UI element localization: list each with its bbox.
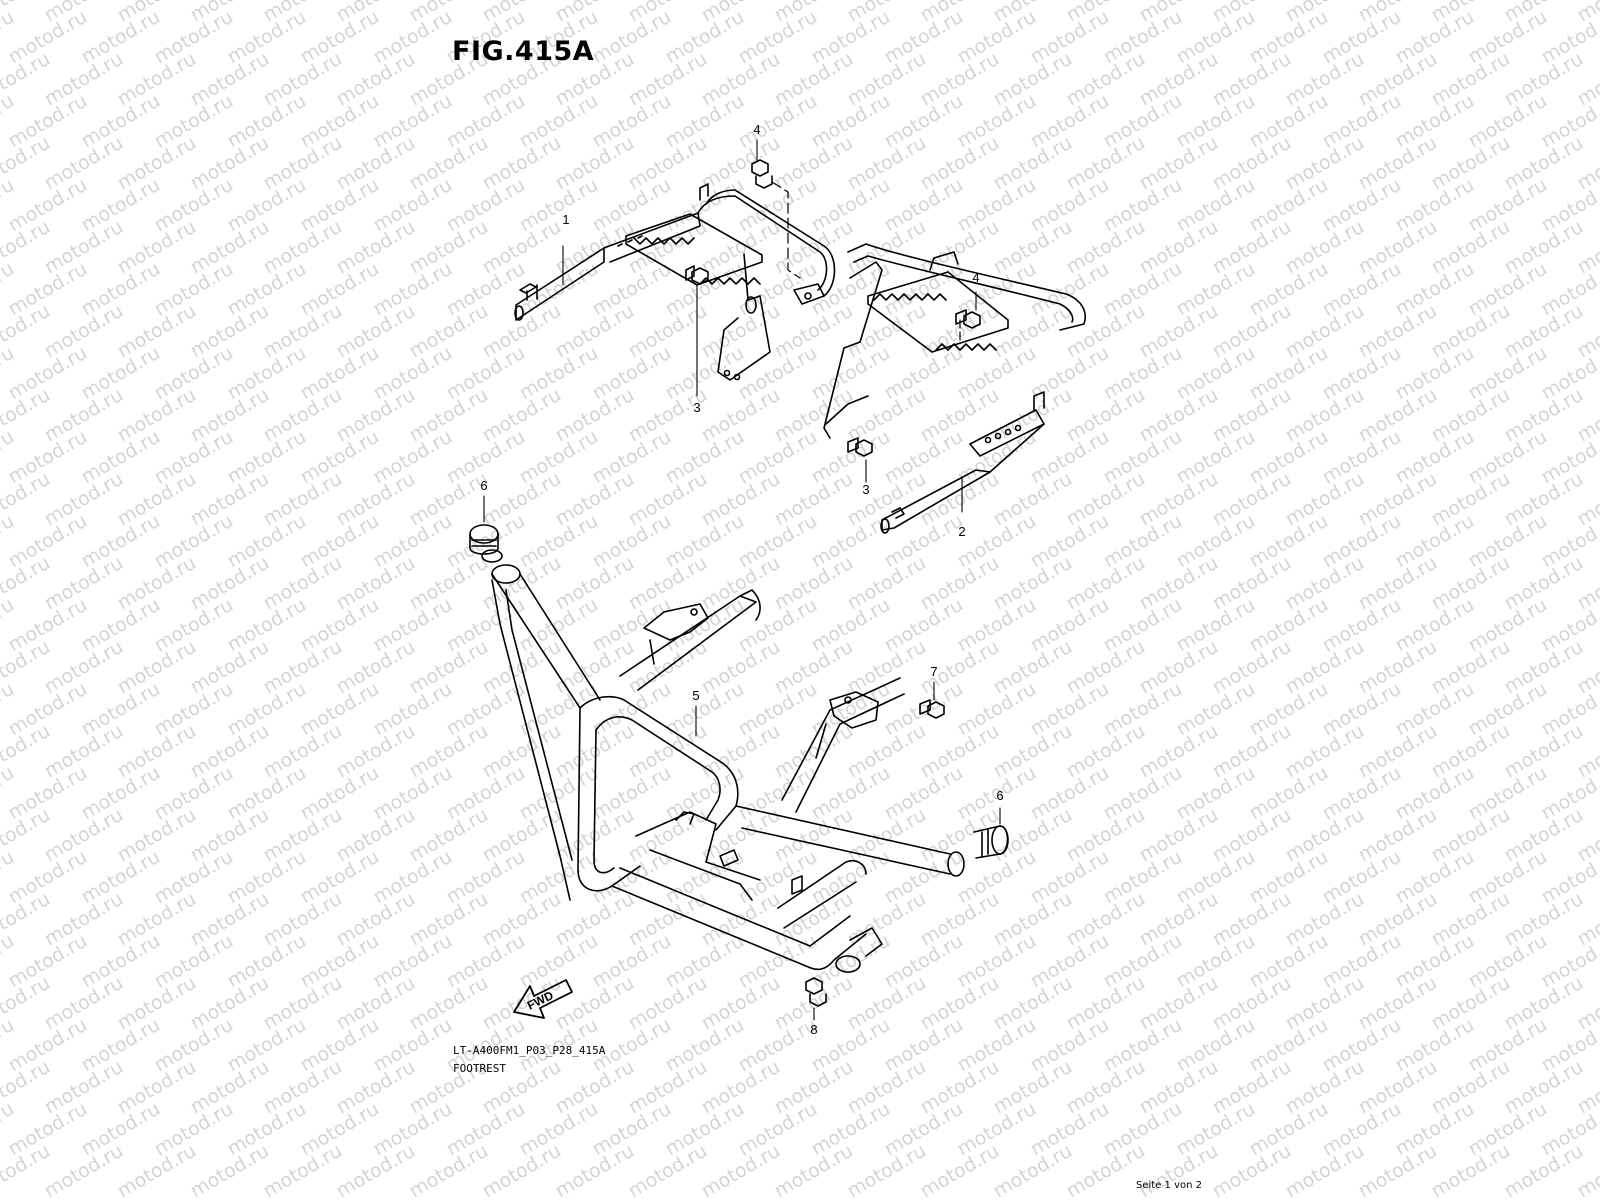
callout-5[interactable]: 5 (692, 688, 699, 703)
cap-icon-right[interactable] (973, 807, 1009, 859)
callout-6-left[interactable]: 6 (480, 478, 487, 493)
drawing-code: LT-A400FM1_P03_P28_415A (453, 1044, 606, 1057)
callout-6-right[interactable]: 6 (996, 788, 1003, 803)
bolt-icon-guard[interactable] (919, 681, 945, 719)
callout-3-left[interactable]: 3 (693, 400, 700, 415)
bolt-icon-left-lower[interactable] (685, 265, 709, 397)
bolt-icon-right-lower[interactable] (847, 437, 873, 483)
bolt-icon-left-upper[interactable] (751, 139, 773, 189)
callout-1[interactable]: 1 (562, 212, 569, 227)
front-guard[interactable] (491, 564, 965, 973)
callout-3-right[interactable]: 3 (862, 482, 869, 497)
callout-7[interactable]: 7 (930, 664, 937, 679)
bolt-icon-right-upper[interactable] (955, 291, 981, 329)
section-name: FOOTREST (453, 1062, 506, 1075)
callout-8[interactable]: 8 (810, 1022, 817, 1037)
callout-2[interactable]: 2 (958, 524, 965, 539)
page-info: Seite 1 von 2 (1136, 1180, 1202, 1191)
callout-4-left[interactable]: 4 (753, 122, 760, 137)
cap-icon-left[interactable] (469, 495, 503, 563)
bolt-icon-lower-guard[interactable] (805, 977, 827, 1021)
figure-title: FIG.415A (452, 36, 595, 67)
fwd-arrow-icon: FWD (513, 979, 573, 1019)
callout-4-right[interactable]: 4 (972, 270, 979, 285)
